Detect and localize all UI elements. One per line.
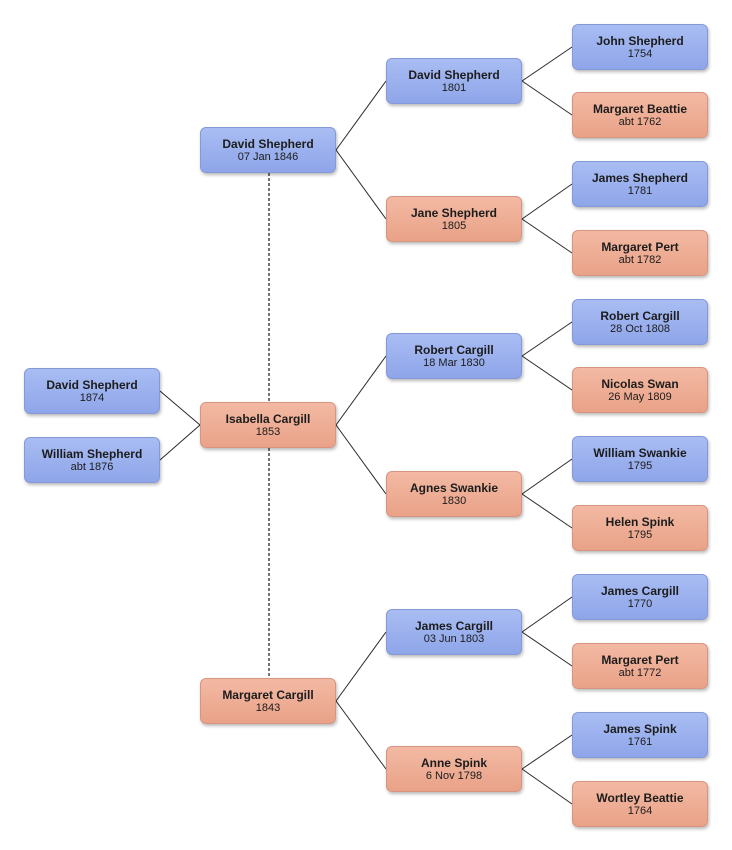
father-connector (521, 46, 573, 82)
person-card-anne-spink-1798[interactable]: Anne Spink 6 Nov 1798 (386, 746, 522, 792)
person-name: Margaret Cargill (222, 687, 314, 702)
child-parent-connector (159, 390, 201, 426)
person-date: 1805 (441, 219, 467, 232)
person-name: Robert Cargill (600, 308, 680, 323)
person-date: 03 Jun 1803 (423, 632, 485, 645)
father-connector (521, 183, 573, 220)
person-card-william-swankie-1795[interactable]: William Swankie 1795 (572, 436, 708, 482)
person-date: 1853 (255, 425, 281, 438)
person-date: 1764 (627, 804, 653, 817)
person-date: abt 1782 (618, 253, 662, 266)
person-name: Robert Cargill (414, 342, 494, 357)
father-connector (521, 596, 573, 633)
person-date: 1874 (79, 391, 105, 404)
person-card-david-shepherd-1874[interactable]: David Shepherd 1874 (24, 368, 160, 414)
person-card-william-shepherd-1876[interactable]: William Shepherd abt 1876 (24, 437, 160, 483)
person-card-margaret-beattie-1762[interactable]: Margaret Beattie abt 1762 (572, 92, 708, 138)
person-name: Jane Shepherd (410, 205, 498, 220)
person-name: James Shepherd (591, 170, 689, 185)
person-name: William Shepherd (41, 446, 143, 461)
person-date: 1830 (441, 494, 467, 507)
person-date: 6 Nov 1798 (425, 769, 483, 782)
father-connector (521, 734, 573, 770)
person-date: abt 1772 (618, 666, 662, 679)
person-name: David Shepherd (46, 377, 138, 392)
person-date: 1801 (441, 81, 467, 94)
mother-connector (521, 768, 573, 805)
person-name: David Shepherd (222, 136, 314, 151)
person-card-james-shepherd-1781[interactable]: James Shepherd 1781 (572, 161, 708, 207)
person-name: James Spink (603, 721, 677, 736)
person-card-isabella-cargill-1853[interactable]: Isabella Cargill 1853 (200, 402, 336, 448)
person-name: Anne Spink (420, 755, 487, 770)
person-card-helen-spink-1795[interactable]: Helen Spink 1795 (572, 505, 708, 551)
person-date: 1795 (627, 528, 653, 541)
person-date: abt 1762 (618, 115, 662, 128)
mother-connector (521, 631, 573, 667)
person-card-agnes-swankie-1830[interactable]: Agnes Swankie 1830 (386, 471, 522, 517)
person-name: Margaret Beattie (592, 101, 688, 116)
person-date: 26 May 1809 (608, 390, 672, 403)
person-date: 1843 (255, 701, 281, 714)
person-date: abt 1876 (70, 460, 114, 473)
person-card-robert-cargill-1808[interactable]: Robert Cargill 28 Oct 1808 (572, 299, 708, 345)
person-name: David Shepherd (408, 67, 500, 82)
person-name: William Swankie (593, 445, 687, 460)
person-name: Wortley Beattie (596, 790, 684, 805)
mother-connector (335, 149, 387, 220)
person-name: Margaret Pert (601, 652, 679, 667)
mother-connector (335, 700, 387, 770)
person-card-david-shepherd-1801[interactable]: David Shepherd 1801 (386, 58, 522, 104)
person-date: 18 Mar 1830 (423, 356, 485, 369)
person-card-margaret-cargill-1843[interactable]: Margaret Cargill 1843 (200, 678, 336, 724)
mother-connector (335, 424, 387, 495)
father-connector (335, 631, 387, 702)
father-connector (335, 80, 387, 151)
person-card-margaret-pert-1772[interactable]: Margaret Pert abt 1772 (572, 643, 708, 689)
person-name: Helen Spink (605, 514, 675, 529)
father-connector (521, 321, 573, 357)
person-name: Isabella Cargill (225, 411, 311, 426)
person-card-john-shepherd-1754[interactable]: John Shepherd 1754 (572, 24, 708, 70)
mother-connector (521, 493, 573, 529)
mother-connector (521, 355, 573, 391)
person-name: James Cargill (414, 618, 494, 633)
person-date: 1795 (627, 459, 653, 472)
person-card-jane-shepherd-1805[interactable]: Jane Shepherd 1805 (386, 196, 522, 242)
mother-connector (521, 80, 573, 116)
child-parent-connector (159, 424, 201, 461)
person-card-margaret-pert-1782[interactable]: Margaret Pert abt 1782 (572, 230, 708, 276)
person-date: 07 Jan 1846 (237, 150, 299, 163)
person-date: 1761 (627, 735, 653, 748)
person-name: John Shepherd (596, 33, 684, 48)
person-date: 1754 (627, 47, 653, 60)
person-card-nicolas-swan-1809[interactable]: Nicolas Swan 26 May 1809 (572, 367, 708, 413)
father-connector (335, 355, 387, 426)
person-card-james-cargill-1770[interactable]: James Cargill 1770 (572, 574, 708, 620)
person-name: Nicolas Swan (601, 376, 679, 391)
person-card-robert-cargill-1830[interactable]: Robert Cargill 18 Mar 1830 (386, 333, 522, 379)
person-date: 1770 (627, 597, 653, 610)
person-name: James Cargill (600, 583, 680, 598)
person-card-james-spink-1761[interactable]: James Spink 1761 (572, 712, 708, 758)
person-card-james-cargill-1803[interactable]: James Cargill 03 Jun 1803 (386, 609, 522, 655)
person-name: Margaret Pert (601, 239, 679, 254)
person-date: 28 Oct 1808 (610, 322, 670, 335)
mother-connector (521, 218, 573, 254)
person-name: Agnes Swankie (409, 480, 499, 495)
person-date: 1781 (627, 184, 653, 197)
person-card-wortley-beattie-1764[interactable]: Wortley Beattie 1764 (572, 781, 708, 827)
father-connector (521, 458, 573, 495)
person-card-david-shepherd-1846[interactable]: David Shepherd 07 Jan 1846 (200, 127, 336, 173)
